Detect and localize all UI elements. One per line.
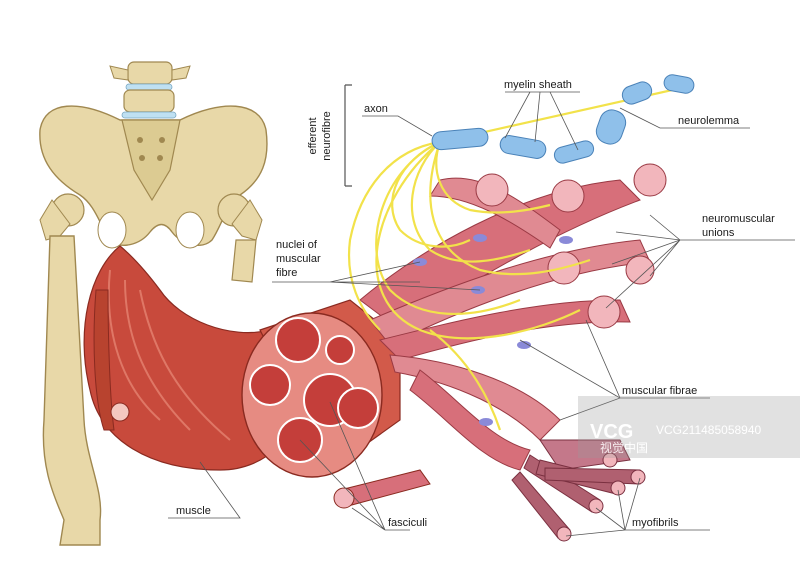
skeleton xyxy=(39,61,268,546)
label-myofibrils: myofibrils xyxy=(632,517,679,529)
label-axon: axon xyxy=(364,103,388,115)
label-myelin-sheath: myelin sheath xyxy=(504,79,572,91)
myelin-segments xyxy=(431,74,695,164)
label-fibre: fibre xyxy=(276,267,297,279)
femur-left xyxy=(39,193,102,546)
nerve-branches xyxy=(348,140,591,431)
label-fasciculi: fasciculi xyxy=(388,517,427,529)
watermark-logo: VCG xyxy=(590,421,633,443)
label-neurolemma: neurolemma xyxy=(678,115,740,127)
watermark: VCG 视觉中国 VCG211485058940 xyxy=(578,396,800,458)
label-unions: unions xyxy=(702,227,735,239)
fasciculus-sections xyxy=(249,317,379,463)
label-neurofibre: neurofibre xyxy=(321,111,333,161)
label-muscle: muscle xyxy=(176,505,211,517)
pelvis xyxy=(39,105,268,249)
label-muscular-fibrae: muscular fibrae xyxy=(622,385,697,397)
efferent-nerve xyxy=(348,74,695,431)
label-efferent: efferent xyxy=(307,117,319,154)
lumbar-vertebrae xyxy=(109,61,191,119)
labels: efferent neurofibre axon myelin sheath n… xyxy=(176,79,775,529)
label-nuclei-of: nuclei of xyxy=(276,239,318,251)
watermark-id: VCG211485058940 xyxy=(656,423,762,437)
femur-right xyxy=(217,193,263,283)
muscle-cross-section xyxy=(241,299,431,509)
leader-lines xyxy=(168,84,795,537)
label-muscular: muscular xyxy=(276,253,321,265)
watermark-site: 视觉中国 xyxy=(600,440,648,455)
myofibrils xyxy=(511,439,646,542)
label-neuromuscular: neuromuscular xyxy=(702,213,775,225)
